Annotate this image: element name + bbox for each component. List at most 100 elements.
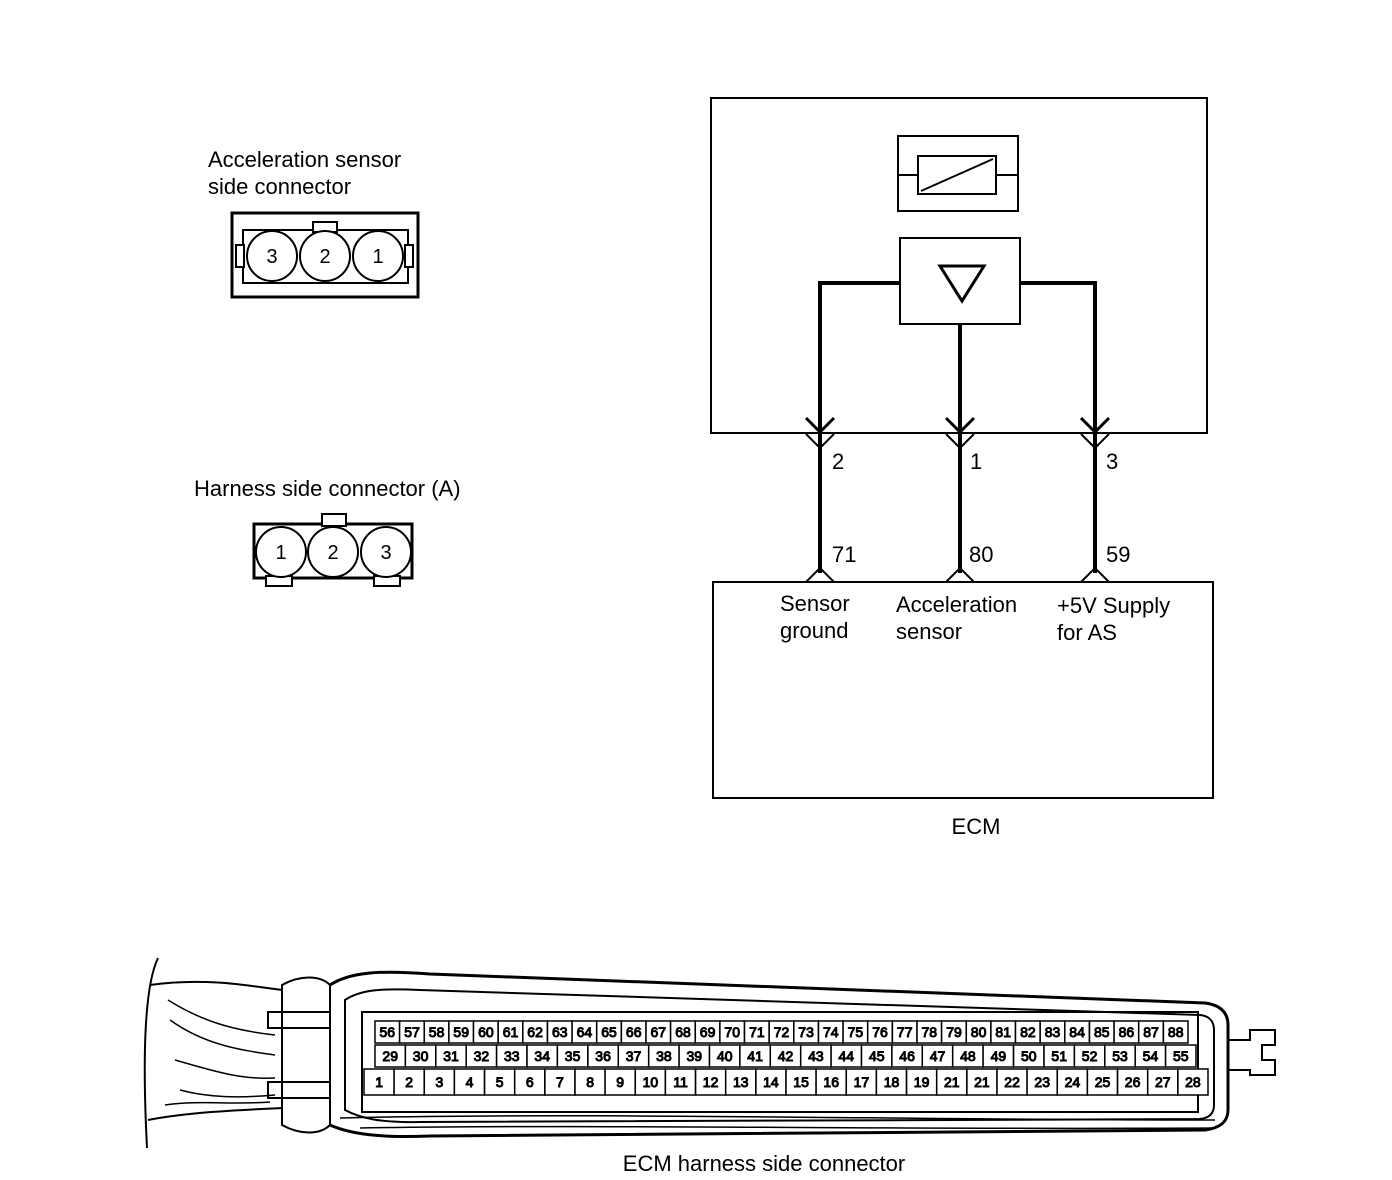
pin-cavity-label: 69 xyxy=(700,1024,716,1040)
pin-cavity xyxy=(1086,1068,1119,1096)
harness-connector-latch xyxy=(321,513,347,527)
ecm-box xyxy=(712,581,1214,799)
pin-cavity-label: 2 xyxy=(405,1074,413,1090)
pin-cavity-label: 41 xyxy=(747,1048,763,1064)
pin-cavity-label: 10 xyxy=(643,1074,659,1090)
pin-cavity xyxy=(1162,1020,1189,1044)
pin-cavity xyxy=(574,1068,606,1096)
sensor-pin-label: 1 xyxy=(372,246,383,268)
pin-cavity xyxy=(513,1068,546,1096)
connector-housing-lines xyxy=(339,1115,1216,1130)
harness-connector-title: Harness side connector (A) xyxy=(194,476,461,501)
sensor-connector-title-line1: Acceleration sensor xyxy=(208,147,401,172)
pin-cavity-label: 82 xyxy=(1020,1024,1036,1040)
pin-cavity-label: 16 xyxy=(823,1074,839,1090)
pin-cavity-label: 22 xyxy=(1004,1074,1020,1090)
ecm-pin-number: 59 xyxy=(1106,542,1130,567)
pin-cavity xyxy=(996,1068,1028,1096)
pin-cavity-label: 73 xyxy=(798,1024,814,1040)
signal-label-line2: for AS xyxy=(1057,620,1117,645)
sensor-pin-label: 3 xyxy=(266,246,277,268)
pin-cavity-label: 45 xyxy=(869,1048,885,1064)
pin-cavity-label: 63 xyxy=(552,1024,568,1040)
pin-cavity-label: 74 xyxy=(823,1024,839,1040)
ecm-pin-number: 71 xyxy=(832,542,856,567)
pin-cavity-label: 7 xyxy=(556,1074,564,1090)
pin-cavity-label: 14 xyxy=(763,1074,779,1090)
pin-cavity xyxy=(1116,1068,1149,1096)
pin-cavity-label: 70 xyxy=(724,1024,740,1040)
connector-chevron xyxy=(805,433,835,450)
pin-cavity-label: 83 xyxy=(1045,1024,1061,1040)
pin-cavity xyxy=(423,1068,456,1096)
pin-cavity xyxy=(1177,1068,1209,1096)
sensor-unit-schematic xyxy=(710,97,1214,799)
pin-cavity xyxy=(815,1068,847,1096)
pin-cavity-label: 26 xyxy=(1125,1074,1141,1090)
pin-cavity xyxy=(363,1068,395,1096)
wire-sensor-ground xyxy=(818,281,900,573)
pin-cavity xyxy=(966,1068,998,1096)
harness-pin-1-cavity xyxy=(255,526,307,578)
pin-cavity-label: 75 xyxy=(848,1024,864,1040)
pin-cavity-label: 61 xyxy=(503,1024,519,1040)
pin-cavity-label: 76 xyxy=(872,1024,888,1040)
pin-cavity xyxy=(393,1068,425,1096)
connector-latch-tab xyxy=(1228,1029,1276,1076)
pin-cavity-label: 72 xyxy=(774,1024,790,1040)
wire-5v-supply xyxy=(1020,281,1097,573)
ecm-connector-chevron xyxy=(945,566,975,583)
pin-cavity-label: 24 xyxy=(1065,1074,1081,1090)
pin-cavity-label: 71 xyxy=(749,1024,765,1040)
pin-cavity-label: 42 xyxy=(778,1048,794,1064)
pin-cavity xyxy=(935,1068,968,1096)
pin-cavity-label: 54 xyxy=(1143,1048,1159,1064)
sensor-pin-number: 2 xyxy=(832,449,844,474)
harness-pin-3-cavity xyxy=(360,526,412,578)
pin-cavity-label: 23 xyxy=(1034,1074,1050,1090)
arrow-into-sensor xyxy=(1079,416,1111,435)
sensor-pin-3-cavity xyxy=(246,230,298,282)
pin-cavity-label: 79 xyxy=(946,1024,962,1040)
sensor-side-connector: Acceleration sensor side connector 3 2 1 xyxy=(208,147,420,299)
wire-bundle-outline xyxy=(147,980,283,1121)
pin-cavity-label: 68 xyxy=(675,1024,691,1040)
pin-cavity-label: 34 xyxy=(534,1048,550,1064)
signal-label-line1: +5V Supply xyxy=(1057,593,1170,618)
sensor-connector-body xyxy=(230,211,420,299)
pin-cavity-label: 17 xyxy=(854,1074,870,1090)
pin-cavity-label: 80 xyxy=(971,1024,987,1040)
pin-cavity-label: 57 xyxy=(404,1024,420,1040)
pin-cavity-label: 25 xyxy=(1095,1074,1111,1090)
harness-pin-2-cavity xyxy=(307,526,359,578)
pin-cavity-label: 55 xyxy=(1173,1048,1189,1064)
sensor-connector-left-tab xyxy=(235,244,245,268)
sensor-element-diagonal xyxy=(920,158,994,192)
pin-cavity-label: 85 xyxy=(1094,1024,1110,1040)
pin-cavity-label: 6 xyxy=(526,1074,534,1090)
pin-cavity-label: 50 xyxy=(1021,1048,1037,1064)
pin-cavity-label: 21 xyxy=(944,1074,960,1090)
wire-bundle-texture xyxy=(164,999,276,1106)
sensor-pin-number: 1 xyxy=(970,449,982,474)
pin-cavity-label: 18 xyxy=(884,1074,900,1090)
sensor-pin-2-cavity xyxy=(299,230,351,282)
pin-cavity-label: 62 xyxy=(527,1024,543,1040)
pin-cavity-label: 87 xyxy=(1143,1024,1159,1040)
ecm-label: ECM xyxy=(952,814,1001,839)
pin-cavity-label: 52 xyxy=(1082,1048,1098,1064)
sensor-element-icon xyxy=(917,155,997,195)
connector-housing xyxy=(329,970,1230,1139)
sensor-pin-label: 2 xyxy=(319,246,330,268)
pin-cavity-label: 32 xyxy=(474,1048,490,1064)
sensor-connector-title-line2: side connector xyxy=(208,174,351,199)
ecm-pin-number: 80 xyxy=(969,542,993,567)
pin-cavity-label: 13 xyxy=(733,1074,749,1090)
pin-cavity xyxy=(724,1068,757,1096)
amplifier-box xyxy=(899,237,1021,325)
connector-clamp xyxy=(281,976,331,1134)
ecm-connector-chevron xyxy=(805,566,835,583)
pin-cavity-label: 36 xyxy=(595,1048,611,1064)
pin-cavity-label: 46 xyxy=(899,1048,915,1064)
